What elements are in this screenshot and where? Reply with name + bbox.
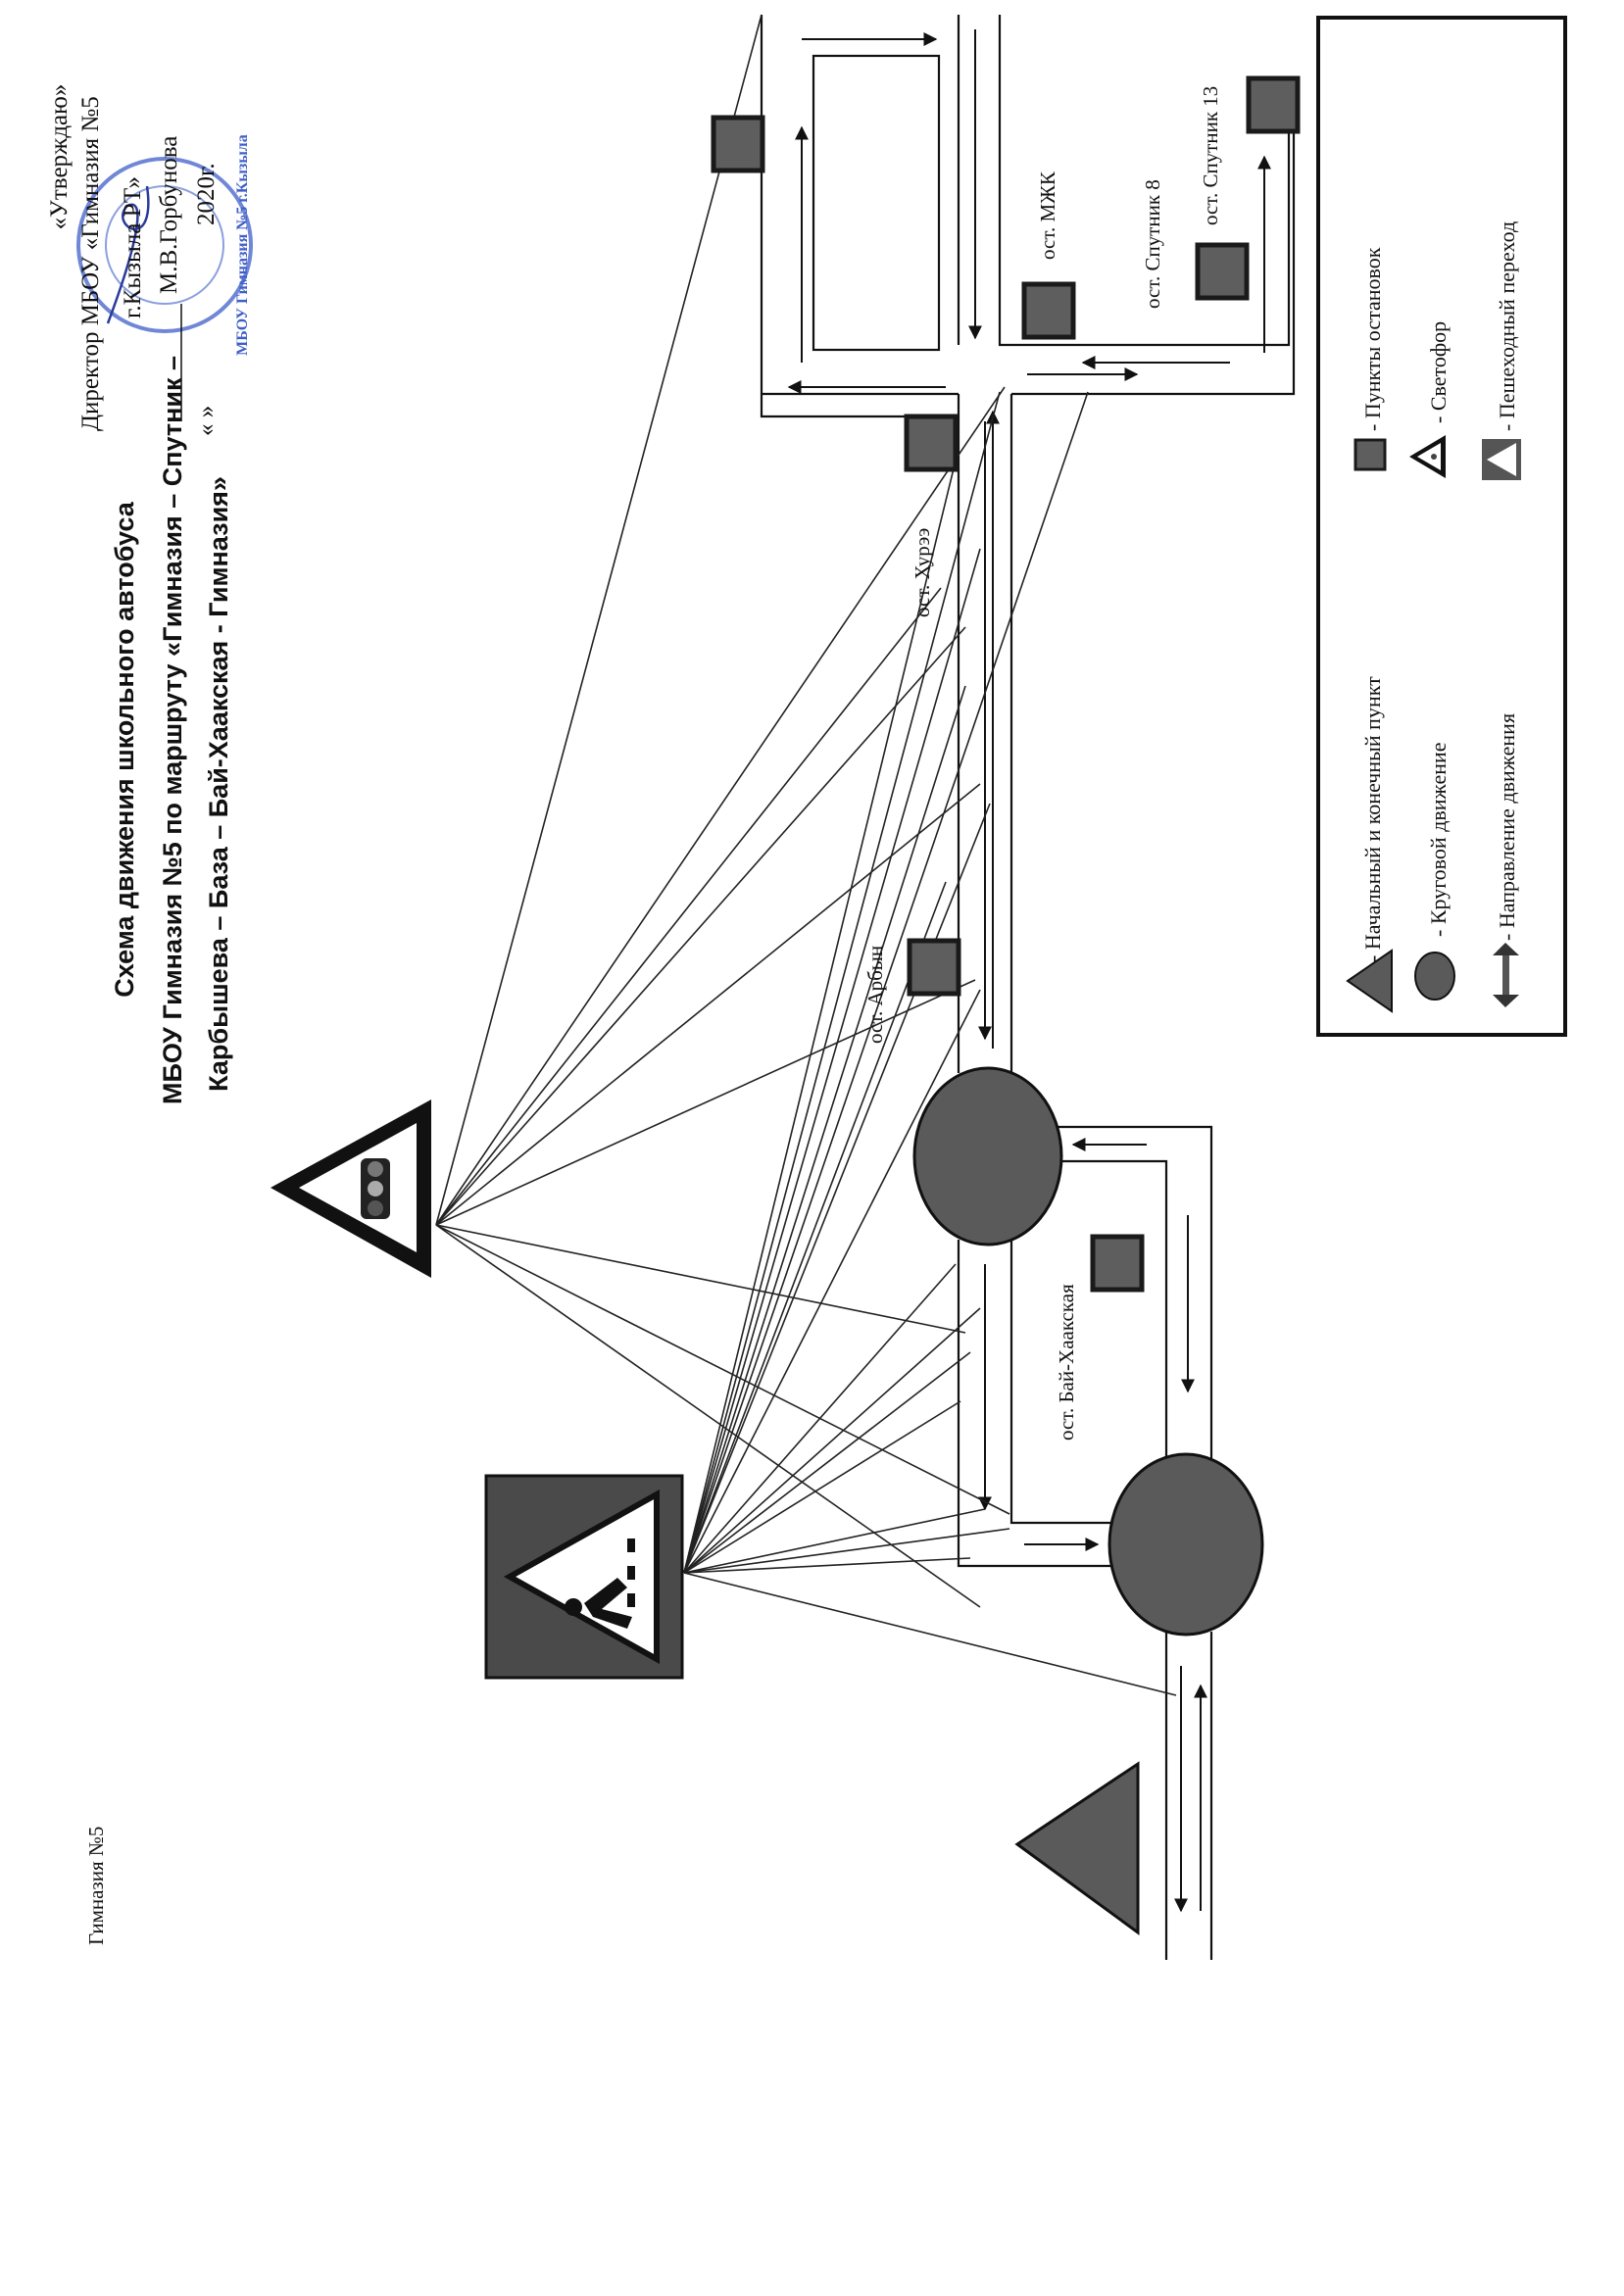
reference-line	[683, 989, 981, 1574]
title-line-3: Карбышева – База – Бай-Хаакская - Гимназ…	[204, 476, 233, 1092]
roundabout-1	[912, 1066, 1063, 1246]
approval-name: М.В.Горбунова	[156, 136, 182, 294]
reference-line	[435, 783, 981, 1226]
signature	[106, 185, 150, 324]
reference-line	[683, 1400, 961, 1574]
legend-traffic-light-icon	[1409, 435, 1446, 478]
stop-marker-sputnik13	[1246, 75, 1301, 134]
approval-date-quote: « »	[193, 406, 220, 436]
reference-line	[683, 1572, 1177, 1696]
reference-line	[683, 685, 966, 1574]
reference-line	[435, 1224, 1010, 1515]
reference-line	[435, 1224, 966, 1334]
stop-marker	[711, 115, 765, 173]
stop-label-sputnik13: ост. Спутник 13	[1199, 86, 1222, 225]
title-line-2: МБОУ Гимназия №5 по маршруту «Гимназия –…	[158, 356, 187, 1104]
reference-line	[435, 14, 763, 1226]
legend: - Начальный и конечный пункт - Пункты ос…	[1316, 16, 1567, 1037]
legend-stops-label: - Пункты остановок	[1360, 247, 1385, 431]
start-end-point-icon	[1014, 1761, 1140, 1935]
stop-marker-arbyn	[907, 938, 961, 997]
reference-line	[683, 548, 981, 1574]
stop-marker-sputnik8	[1195, 242, 1250, 301]
reference-line	[683, 803, 991, 1574]
stop-label-sputnik8: ост. Спутник 8	[1141, 179, 1164, 309]
approval-city: г.Кызыла РТ»	[120, 176, 146, 318]
legend-circle-icon	[1414, 952, 1455, 1001]
stop-marker-bai-khaakskaya	[1090, 1234, 1145, 1293]
reference-line	[435, 626, 966, 1226]
reference-line	[435, 979, 976, 1226]
reference-line	[683, 460, 957, 1574]
title-line-1: Схема движения школьного автобуса	[110, 501, 139, 997]
pedestrian-crossing-sign-icon	[484, 1474, 684, 1680]
stop-marker-mzhk	[1021, 281, 1076, 340]
traffic-light-sign-icon	[271, 1099, 431, 1278]
legend-direction-label: - Направление движения	[1495, 713, 1519, 941]
stop-label-gymnasium: Гимназия №5	[84, 1827, 108, 1945]
legend-roundabout-label: - Круговой движение	[1426, 742, 1451, 937]
reference-line	[435, 386, 1006, 1226]
stop-label-khuree: ост. Хурээ	[910, 528, 934, 617]
reference-line	[683, 1557, 971, 1574]
reference-line	[683, 881, 947, 1574]
stop-marker-khuree	[904, 414, 959, 472]
legend-traffic-light-label: - Светофор	[1426, 321, 1451, 423]
approval-heading: «Утверждаю»	[46, 84, 73, 230]
official-stamp: МБОУ Гимназия №5 г.Кызыла	[76, 134, 253, 356]
reference-line	[683, 1528, 1010, 1574]
reference-line	[683, 391, 1001, 1574]
reference-line	[435, 1224, 981, 1608]
approval-director: Директор МБОУ «Гимназия №5	[77, 96, 104, 431]
reference-line	[683, 391, 1089, 1574]
legend-direction-arrow-icon	[1493, 943, 1519, 1007]
page-title: Схема движения школьного автобуса МБОУ Г…	[110, 356, 233, 1104]
direction-arrows	[787, 29, 1271, 1913]
approval-block: «Утверждаю» Директор МБОУ «Гимназия №5 г…	[46, 84, 220, 436]
legend-triangle-icon	[1346, 949, 1393, 1013]
stop-label-mzhk: ост. МЖК	[1036, 171, 1059, 260]
legend-crosswalk-icon	[1482, 439, 1521, 480]
reference-line	[683, 1307, 981, 1574]
reference-line	[683, 1263, 957, 1574]
reference-line	[435, 587, 942, 1226]
reference-line	[683, 1508, 986, 1574]
legend-start-end-label: - Начальный и конечный пункт	[1360, 676, 1385, 962]
legend-crosswalk-label: - Пешеходный переход	[1495, 221, 1519, 431]
stop-label-arbyn: ост. Арбын	[863, 946, 887, 1044]
stop-label-bai-khaakskaya: ост. Бай-Хаакская	[1055, 1284, 1078, 1441]
stamp-text: МБОУ Гимназия №5 г.Кызыла	[234, 134, 251, 356]
reference-line	[683, 1351, 971, 1574]
sign-reference-lines	[435, 14, 1177, 1696]
roundabout-2	[1107, 1452, 1264, 1637]
legend-stop-icon	[1353, 438, 1387, 471]
approval-year: 2020г.	[193, 163, 220, 225]
